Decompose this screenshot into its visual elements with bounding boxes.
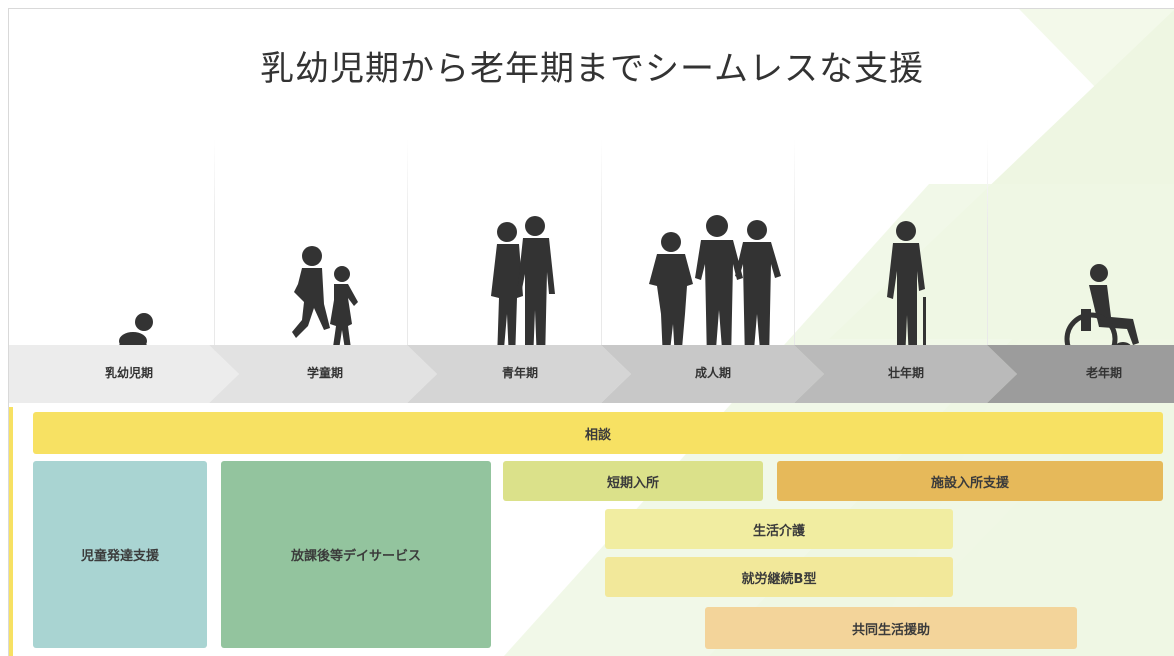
stage-chevron bbox=[794, 345, 1017, 403]
service-bar-group-home: 共同生活援助 bbox=[705, 607, 1077, 649]
column-divider bbox=[407, 139, 408, 359]
stage-label-school-age: 学童期 bbox=[306, 366, 343, 380]
column-divider bbox=[601, 139, 602, 359]
service-label: 共同生活援助 bbox=[851, 622, 930, 638]
service-label: 相談 bbox=[584, 427, 611, 443]
service-label: 就労継続B型 bbox=[741, 571, 817, 587]
service-label: 短期入所 bbox=[606, 475, 659, 491]
children-running-silhouette-icon bbox=[284, 244, 364, 362]
column-divider bbox=[794, 139, 795, 359]
stage-label-infancy: 乳幼児期 bbox=[104, 366, 153, 380]
stage-label-middle-age: 壮年期 bbox=[887, 366, 924, 380]
service-label: 生活介護 bbox=[752, 523, 805, 539]
stage-chevron bbox=[9, 345, 239, 403]
elderly-cane-silhouette-icon bbox=[879, 219, 939, 364]
couple-silhouette-icon bbox=[487, 214, 557, 364]
diagram-frame: 乳幼児期から老年期までシームレスな支援 bbox=[8, 8, 1174, 656]
diagram-title: 乳幼児期から老年期までシームレスな支援 bbox=[260, 49, 924, 89]
adults-group-silhouette-icon bbox=[649, 214, 784, 364]
stage-chevron bbox=[601, 345, 824, 403]
service-bar-child-development: 児童発達支援 bbox=[33, 461, 207, 648]
service-label: 児童発達支援 bbox=[80, 549, 159, 564]
service-label: 施設入所支援 bbox=[930, 475, 1009, 491]
column-divider bbox=[214, 139, 215, 359]
life-stage-strip bbox=[9, 345, 1174, 403]
column-divider bbox=[987, 139, 988, 359]
stage-chevron bbox=[209, 345, 437, 403]
service-bar-short-stay: 短期入所 bbox=[503, 461, 763, 501]
service-bar-continuous-employment-b: 就労継続B型 bbox=[605, 557, 953, 597]
service-label: 放課後等デイサービス bbox=[290, 549, 421, 564]
service-bar-after-school-day-service: 放課後等デイサービス bbox=[221, 461, 491, 648]
stage-chevron bbox=[987, 345, 1174, 403]
service-bar-consultation: 相談 bbox=[33, 412, 1163, 454]
stage-chevron bbox=[407, 345, 631, 403]
stage-label-old-age: 老年期 bbox=[1085, 366, 1122, 380]
service-bar-life-care: 生活介護 bbox=[605, 509, 953, 549]
stage-label-youth: 青年期 bbox=[501, 366, 538, 380]
service-bar-facility-admission: 施設入所支援 bbox=[777, 461, 1163, 501]
stage-label-adulthood: 成人期 bbox=[694, 366, 731, 380]
